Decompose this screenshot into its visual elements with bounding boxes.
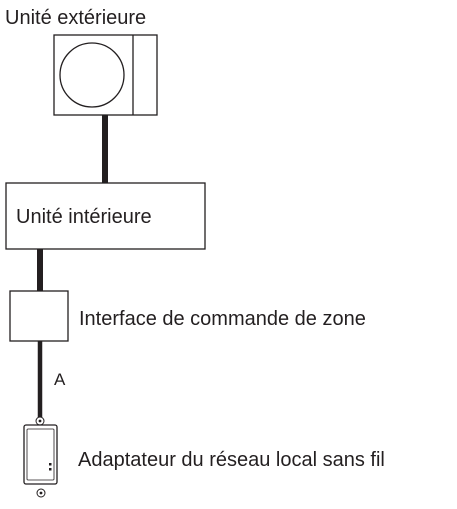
cable-a-label: A bbox=[54, 370, 66, 389]
led-icon bbox=[49, 463, 52, 466]
wlan-adapter-label: Adaptateur du réseau local sans fil bbox=[78, 449, 385, 471]
outdoor-unit bbox=[53, 34, 158, 116]
indoor-unit-label: Unité intérieure bbox=[16, 206, 152, 228]
outdoor-unit-label: Unité extérieure bbox=[5, 7, 147, 29]
zone-interface-label: Interface de commande de zone bbox=[79, 308, 366, 330]
wlan-adapter bbox=[23, 416, 58, 498]
outdoor-fan-icon bbox=[59, 42, 125, 108]
zone-control-interface bbox=[9, 290, 69, 342]
indoor-unit bbox=[5, 182, 206, 250]
led-icon bbox=[49, 468, 52, 471]
